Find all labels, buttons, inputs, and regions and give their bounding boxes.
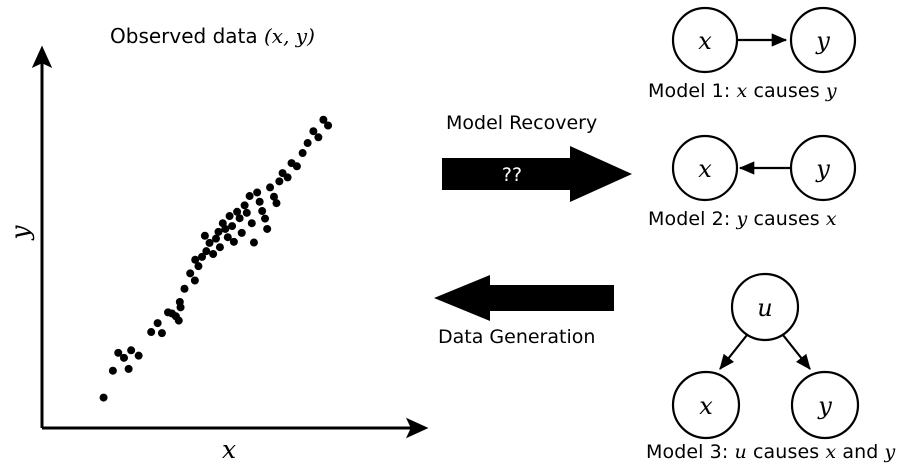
- model-recovery-arrow-label: ??: [502, 164, 522, 186]
- scatter-point: [240, 201, 249, 210]
- scatter-point: [174, 316, 183, 325]
- scatter-point: [191, 255, 200, 264]
- scatter-point: [314, 133, 323, 142]
- scatter-point: [202, 247, 211, 256]
- model-recovery-arrow-shape: [442, 146, 632, 202]
- scatter-point: [292, 162, 301, 171]
- scatter-point: [255, 197, 264, 206]
- scatter-point: [157, 329, 166, 338]
- model-3-graph: u x y: [671, 272, 860, 440]
- model-2-graph: x y: [671, 134, 857, 202]
- scatter-point: [235, 214, 244, 223]
- model-2-panel: x y Model 2: y causes x: [640, 128, 899, 238]
- scatter-point: [215, 243, 224, 252]
- scatter-point: [258, 207, 267, 216]
- scatter-axes-and-points: [31, 45, 429, 439]
- scatter-point: [324, 121, 333, 130]
- scatter-point: [229, 237, 238, 246]
- scatter-point: [119, 353, 128, 362]
- model-recovery-label: Model Recovery: [446, 112, 598, 134]
- scatter-point: [298, 149, 307, 158]
- model-1-node-y: [789, 6, 857, 74]
- model-1-graph: x y: [671, 6, 857, 74]
- scatter-point: [272, 199, 281, 208]
- model-3-node-u-label: u: [757, 294, 772, 322]
- model-2-caption: Model 2: y causes x: [648, 208, 837, 230]
- scatter-plot-panel: Observed data (x, y) x y: [0, 0, 440, 473]
- data-generation-arrow-shape: [434, 275, 614, 321]
- scatter-point: [205, 238, 214, 247]
- scatter-point: [247, 219, 256, 228]
- model-3-node-x-label: x: [699, 392, 713, 420]
- model-recovery-arrow: ??: [442, 146, 632, 202]
- scatter-point: [269, 192, 278, 201]
- transition-arrows-panel: Model Recovery ?? Data Generation: [430, 0, 645, 473]
- model-1-caption: Model 1: x causes y: [648, 80, 837, 102]
- model-2-node-x: [671, 134, 739, 202]
- plot-title: Observed data (x, y): [110, 24, 315, 48]
- model-3-panel: u x y Model 3: u causes x and y: [640, 265, 899, 473]
- scatter-point: [209, 250, 218, 259]
- model-3-node-x: [671, 370, 741, 440]
- scatter-point: [190, 276, 199, 285]
- scatter-point: [242, 208, 251, 217]
- scatter-point: [283, 173, 292, 182]
- model-3-node-y: [790, 370, 860, 440]
- model-1-caption-prefix: Model 1:: [648, 80, 731, 102]
- scatter-points-group: [99, 115, 333, 402]
- scatter-point: [194, 262, 203, 271]
- scatter-point: [228, 222, 237, 231]
- scatter-point: [237, 228, 246, 237]
- scatter-point: [253, 188, 262, 197]
- plot-title-text: Observed data: [110, 24, 258, 48]
- model-3-node-y-label: y: [817, 392, 832, 420]
- scatter-point: [198, 252, 207, 261]
- model-3-caption-prefix: Model 3:: [646, 441, 729, 463]
- scatter-point: [147, 328, 156, 337]
- scatter-point: [127, 346, 136, 355]
- scatter-point: [221, 224, 230, 233]
- scatter-point: [114, 348, 123, 357]
- model-2-node-x-label: x: [698, 155, 712, 183]
- scatter-point: [303, 139, 312, 148]
- model-1-panel: x y Model 1: x causes y: [640, 0, 899, 110]
- scatter-point: [223, 233, 232, 242]
- scatter-point: [214, 227, 223, 236]
- scatter-point: [200, 231, 209, 240]
- scatter-point: [263, 224, 272, 233]
- scatter-point: [108, 366, 117, 375]
- scatter-point: [319, 115, 328, 124]
- scatter-point: [261, 214, 270, 223]
- scatter-point: [180, 284, 189, 293]
- scatter-point: [211, 234, 220, 243]
- model-1-node-y-label: y: [815, 27, 830, 55]
- scatter-point: [309, 127, 318, 136]
- y-axis-label: y: [5, 225, 35, 240]
- model-3-edge-u-to-x: [719, 334, 748, 370]
- scatter-point: [153, 319, 162, 328]
- scatter-point: [225, 212, 234, 221]
- scatter-point: [249, 238, 258, 247]
- model-2-caption-prefix: Model 2:: [648, 208, 731, 230]
- model-3-edge-u-to-y: [782, 334, 811, 370]
- scatter-point: [266, 183, 275, 192]
- x-axis-label: x: [222, 435, 237, 464]
- scatter-point: [99, 393, 108, 402]
- data-generation-arrow: [434, 275, 614, 321]
- model-2-node-y: [789, 134, 857, 202]
- model-3-node-u: [730, 272, 800, 342]
- data-generation-label: Data Generation: [438, 326, 596, 348]
- model-1-node-x-label: x: [698, 27, 712, 55]
- scatter-point: [186, 269, 195, 278]
- model-3-caption: Model 3: u causes x and y: [646, 441, 896, 463]
- scatter-point: [233, 207, 242, 216]
- scatter-point: [176, 303, 185, 312]
- model-1-node-x: [671, 6, 739, 74]
- scatter-point: [275, 177, 284, 186]
- scatter-point: [124, 364, 133, 373]
- model-2-node-y-label: y: [815, 155, 830, 183]
- scatter-point: [245, 192, 254, 201]
- scatter-point: [134, 351, 143, 360]
